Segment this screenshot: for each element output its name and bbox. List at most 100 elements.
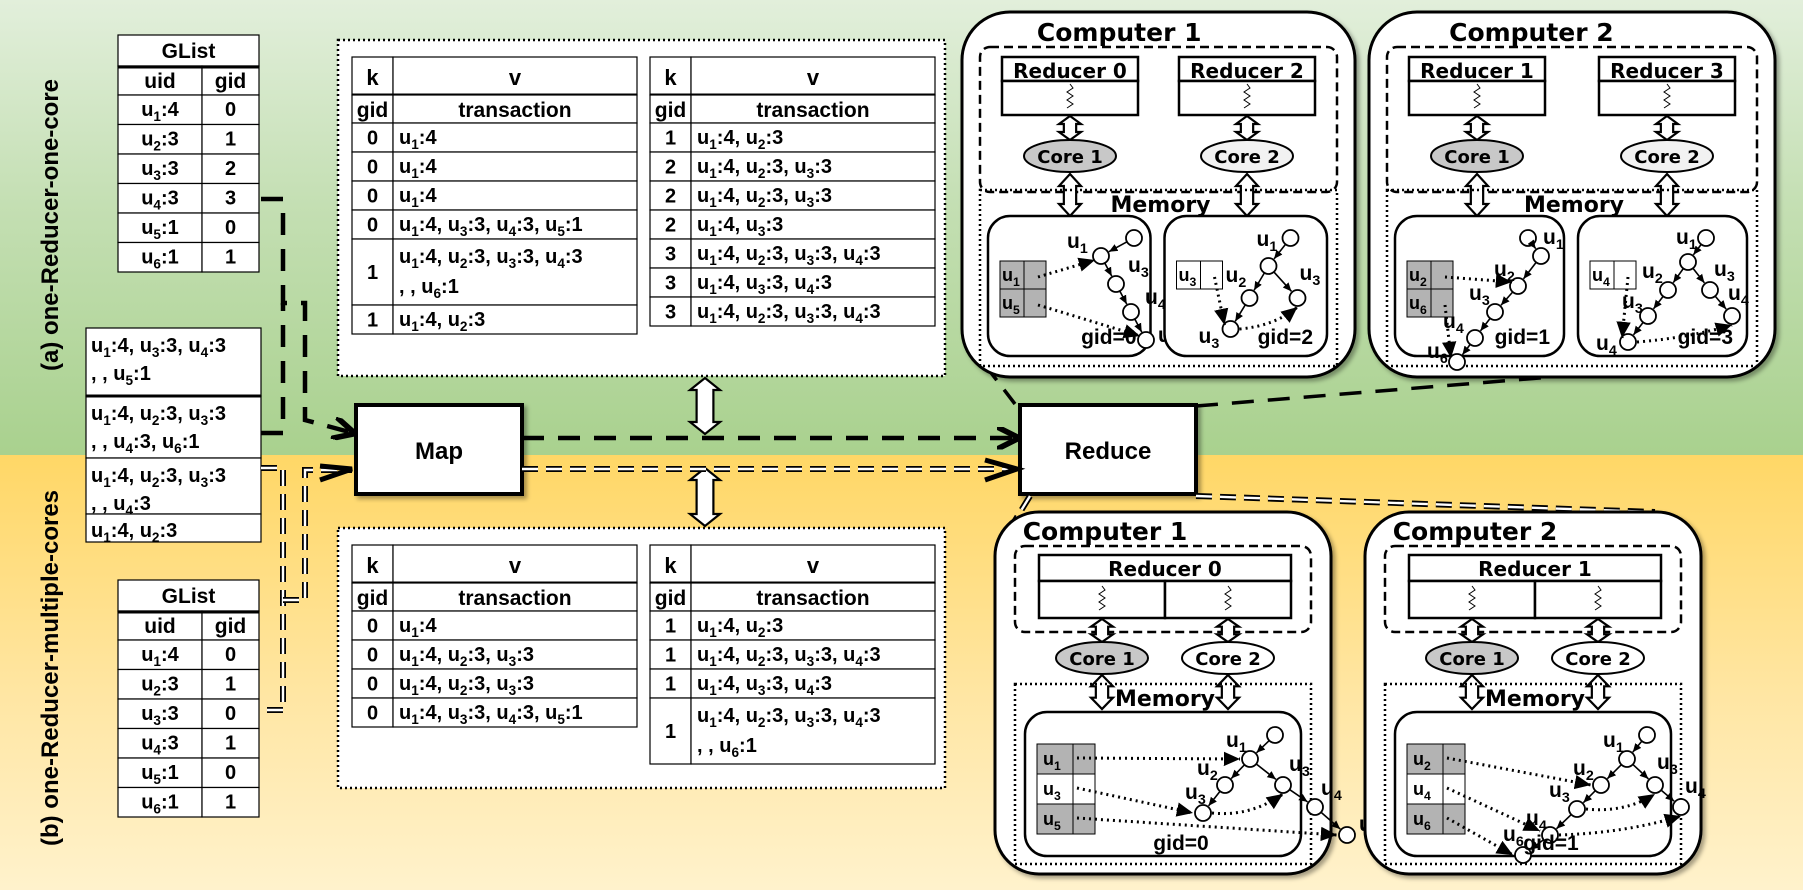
- kv-a-right-row: [690, 180, 936, 211]
- glist-a-row: [201, 182, 260, 214]
- kv-a-left-row: [392, 304, 638, 335]
- glist-a-gid-cell: 3: [225, 188, 236, 210]
- memory-label: Memory: [1485, 687, 1585, 712]
- header-table-uid: u1: [1002, 265, 1020, 289]
- glist-a-gid-cell: 1: [225, 247, 236, 269]
- tree-edge: [1527, 239, 1537, 250]
- tree-node: [1274, 776, 1292, 794]
- glist-b-row: [117, 639, 203, 671]
- tree-node: [1306, 798, 1324, 816]
- node-label: u3: [1469, 282, 1490, 309]
- reducer-label: Reducer 3: [1610, 59, 1724, 83]
- tree-edge: [1660, 789, 1675, 802]
- transaction-row: [85, 395, 262, 459]
- kv-b-left-header-k: k: [366, 553, 379, 578]
- kv-a-left-gid-cell: 1: [367, 262, 378, 284]
- kv-b-left-row: [351, 697, 394, 728]
- memory-label: Memory: [1115, 687, 1215, 712]
- node-label: u3: [1714, 258, 1735, 285]
- header-table-cell: [1036, 773, 1074, 805]
- glist-a-uid-cell: u1:4: [141, 99, 179, 124]
- box: [649, 544, 692, 584]
- thread-squiggle-icon: [1066, 83, 1074, 109]
- glist-a-to-map-connector: [261, 196, 353, 433]
- box: [351, 582, 394, 612]
- tree-node: [1107, 275, 1125, 293]
- kv-b-left-row: [351, 610, 394, 641]
- kv-a-right-gid-cell: 3: [665, 244, 676, 266]
- kv-b-right-header-k: k: [664, 553, 677, 578]
- computer-title: Computer 1: [1037, 18, 1202, 47]
- tree-node: [1240, 289, 1259, 307]
- reducer-header: [1037, 553, 1293, 583]
- kv-a-left-header-k: k: [366, 65, 379, 90]
- computer-title: Computer 2: [1393, 517, 1558, 546]
- box: [690, 56, 936, 96]
- kv-a-left-row: [392, 151, 638, 182]
- box: [392, 94, 638, 124]
- thread-squiggle-icon: [1243, 83, 1251, 109]
- kv-a-right-transaction-cell: u1:4, u3:3, u4:3: [697, 272, 832, 297]
- node-label: u3: [1289, 753, 1310, 780]
- kv-b-left-header-v: v: [509, 553, 522, 578]
- transactions-b-to-map-connector-inner: [261, 466, 285, 712]
- tree-edge: [1500, 291, 1514, 306]
- node-label: u1: [1226, 729, 1247, 756]
- glist-b-header-gid: gid: [215, 615, 247, 638]
- kv-a-left-row: [351, 151, 394, 182]
- thread-squiggle-icon: [1098, 585, 1106, 611]
- tree-node: [1723, 307, 1741, 325]
- node-link-dotted: [1446, 816, 1514, 857]
- tree-node: [1194, 804, 1212, 822]
- tree-node: [1266, 726, 1284, 744]
- tree-edge: [1582, 790, 1596, 804]
- glist-b-to-map-connector-inner: [283, 468, 352, 602]
- kv-a-left-row: [392, 209, 638, 240]
- kv-b-right-row: [690, 697, 936, 765]
- kv-a-right-row: [649, 151, 692, 182]
- kv-b-left-gid-cell: 0: [367, 645, 378, 667]
- header-table-uid: u6: [1409, 293, 1427, 317]
- tree-node: [1541, 826, 1559, 844]
- tree-node: [1125, 229, 1143, 247]
- tree-edge: [1692, 243, 1702, 256]
- kv-b-left-header-transaction: transaction: [458, 587, 571, 610]
- glist-a-header-uid: uid: [144, 70, 176, 93]
- header-table-cell: [1200, 260, 1223, 290]
- node-label: u2: [1197, 757, 1218, 784]
- kv-a-right-gid-cell: 3: [665, 273, 676, 295]
- kv-a-left-gid-cell: 0: [367, 157, 378, 179]
- section-a-label: (a) one-Reducer-one-core: [37, 79, 64, 371]
- tree-node: [1122, 303, 1140, 321]
- tree-edge: [1714, 295, 1727, 310]
- tree-node: [1618, 750, 1636, 768]
- glist-b-gid-cell: 1: [225, 792, 236, 814]
- tree-node: [1701, 281, 1719, 299]
- node-label: u4: [1321, 777, 1342, 804]
- glist-b-row: [117, 757, 203, 789]
- transaction-text: u1:4, u2:3, u3:3: [91, 465, 226, 490]
- kv-a-right-header-gid: gid: [655, 99, 687, 122]
- header-table-cell: [1442, 803, 1466, 835]
- glist-b-uid-cell: u3:3: [141, 703, 179, 728]
- tree-edge: [1652, 295, 1664, 310]
- tree-node: [1672, 798, 1690, 816]
- node-link-dotted: [1211, 792, 1284, 816]
- core-label: Core 2: [1195, 649, 1260, 670]
- glist-a-row: [117, 241, 203, 273]
- kv-a-right-gid-cell: 3: [665, 302, 676, 324]
- reducer-label: Reducer 1: [1478, 557, 1592, 581]
- glist-b-uid-cell: u6:1: [141, 792, 179, 817]
- node-label: u4: [1596, 332, 1617, 359]
- kv-a-right-row: [649, 296, 692, 327]
- node-link-dotted: [1636, 322, 1733, 344]
- tree-node: [1137, 331, 1155, 349]
- node-link-dotted: [1076, 816, 1338, 842]
- tree-node: [1619, 333, 1637, 351]
- transactions-b-to-map-connector: [261, 465, 286, 713]
- core-ellipse: [1430, 139, 1524, 173]
- transaction-text: u1:4, u3:3, u4:3: [91, 335, 226, 360]
- tree-node: [1092, 247, 1110, 265]
- glist-a-row: [201, 94, 260, 126]
